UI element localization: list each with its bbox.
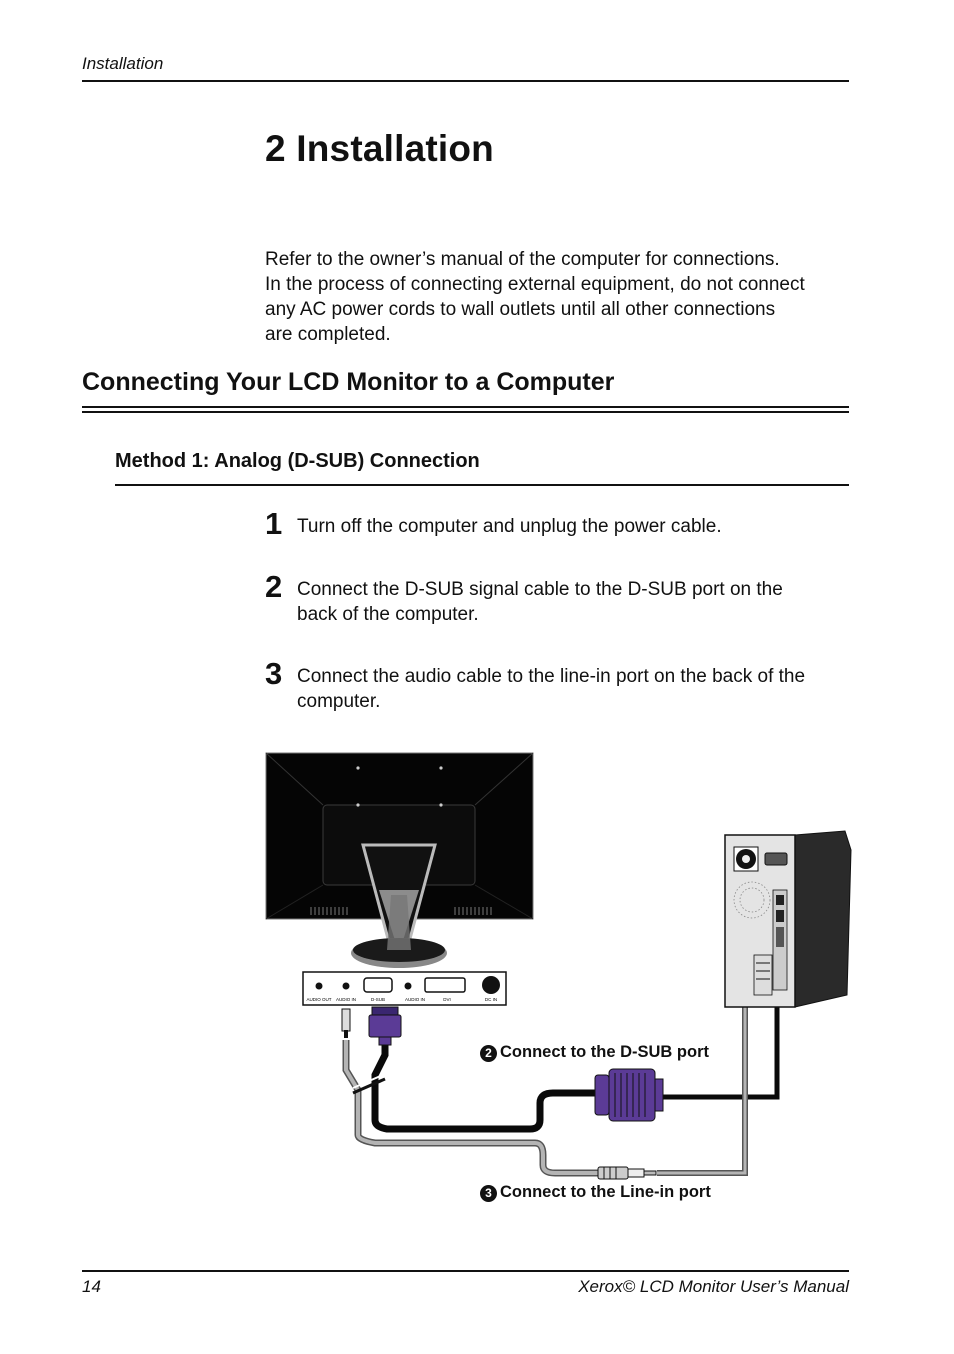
intro-line: In the process of connecting external eq…: [265, 274, 805, 295]
port-label: AUDIO IN: [336, 997, 356, 1002]
step-text: Turn off the computer and unplug the pow…: [297, 514, 853, 539]
step-line: Connect the audio cable to the line-in p…: [297, 666, 806, 687]
page-number: 14: [82, 1277, 101, 1296]
intro-line: Refer to the owner’s manual of the compu…: [265, 249, 780, 270]
step-line: back of the computer.: [297, 604, 479, 625]
dsub-plug: [594, 1068, 664, 1122]
method-rule: [115, 484, 849, 486]
monitor-port-panel: AUDIO OUT AUDIO IN D-SUB AUDIO IN DVI DC…: [302, 971, 507, 1006]
step-1: 1 Turn off the computer and unplug the p…: [265, 506, 855, 541]
step-text: Connect the D-SUB signal cable to the D-…: [297, 577, 853, 627]
header-rule: [82, 80, 849, 82]
intro-line: any AC power cords to wall outlets until…: [265, 299, 776, 320]
step-line: Connect the D-SUB signal cable to the D-…: [297, 579, 783, 600]
port-label: AUDIO OUT: [306, 997, 331, 1002]
dsub-cable: [371, 1035, 595, 1133]
section-rule: [82, 406, 849, 413]
intro-paragraph: Refer to the owner’s manual of the compu…: [265, 247, 855, 347]
callout-text: Connect to the D-SUB port: [500, 1043, 709, 1061]
callout-number: 3: [480, 1185, 497, 1202]
step-number: 2: [265, 569, 283, 604]
footer-rule: [82, 1270, 849, 1272]
intro-line: are completed.: [265, 324, 391, 345]
audio-plug: [597, 1166, 657, 1180]
method-heading: Method 1: Analog (D-SUB) Connection: [115, 450, 480, 472]
section-heading: Connecting Your LCD Monitor to a Compute…: [82, 368, 615, 396]
monitor-rear: [265, 752, 534, 968]
step-2: 2 Connect the D-SUB signal cable to the …: [265, 571, 855, 627]
computer-tower: [724, 830, 852, 1008]
port-label: D-SUB: [371, 997, 385, 1002]
port-label: DC IN: [485, 997, 497, 1002]
step-line: Turn off the computer and unplug the pow…: [297, 516, 722, 537]
port-label: DVI: [443, 997, 451, 1002]
step-line: computer.: [297, 691, 381, 712]
port-label: AUDIO IN: [405, 997, 425, 1002]
connection-diagram: AUDIO OUT AUDIO IN D-SUB AUDIO IN DVI DC…: [265, 745, 865, 1215]
callout-number: 2: [480, 1045, 497, 1062]
running-head: Installation: [82, 54, 164, 73]
step-number: 1: [265, 506, 283, 541]
callout-text: Connect to the Line-in port: [500, 1183, 711, 1201]
chapter-title: 2 Installation: [265, 128, 494, 169]
footer-manual-title: Xerox© LCD Monitor User’s Manual: [578, 1277, 849, 1296]
step-text: Connect the audio cable to the line-in p…: [297, 664, 853, 714]
step-number: 3: [265, 656, 283, 691]
step-3: 3 Connect the audio cable to the line-in…: [265, 658, 855, 714]
connection-illustration: AUDIO OUT AUDIO IN D-SUB AUDIO IN DVI DC…: [265, 752, 852, 1180]
